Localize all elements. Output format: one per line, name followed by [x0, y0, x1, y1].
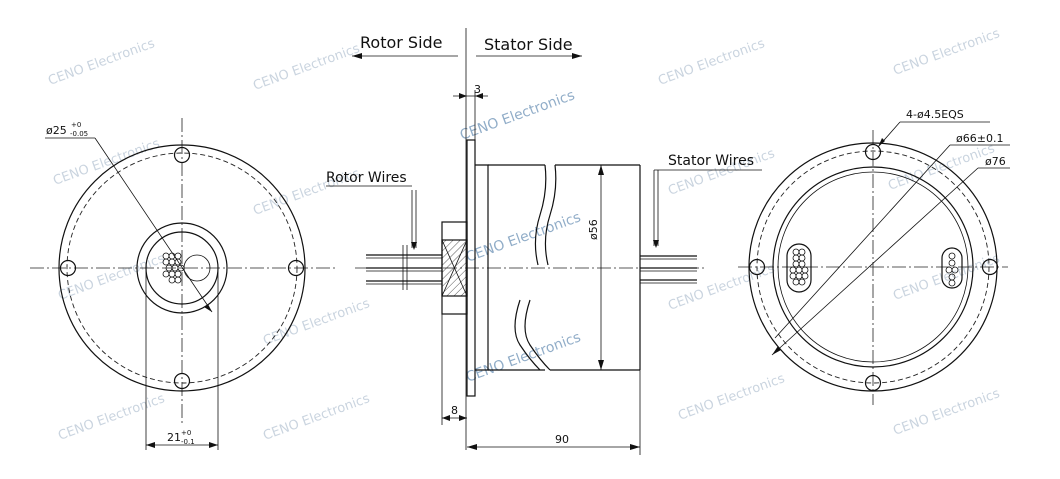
mount-hole	[864, 143, 882, 161]
bore-diameter-label: ø25	[46, 124, 67, 137]
watermark: CENO Electronics	[656, 36, 767, 89]
mount-hole	[59, 259, 77, 277]
watermark: CENO Electronics	[464, 329, 583, 385]
right-view: 4-ø4.5EQS ø66±0.1 ø76	[738, 108, 1010, 405]
watermark: CENO Electronics	[56, 251, 167, 304]
stator-wires	[640, 170, 697, 284]
rotor-wires-label: Rotor Wires	[326, 170, 407, 186]
shaft-width-label: 21	[167, 431, 181, 444]
break-line	[534, 164, 547, 266]
outer-diameter-leader	[771, 167, 979, 356]
mount-holes-label: 4-ø4.5EQS	[906, 108, 964, 121]
body-step	[475, 164, 489, 371]
flange-thickness-label: 3	[474, 83, 481, 96]
mount-hole	[981, 258, 999, 276]
bore-leader	[94, 137, 213, 313]
watermark: CENO Electronics	[891, 26, 1002, 79]
body-inner-circle	[777, 171, 969, 363]
mount-hole	[173, 372, 191, 390]
mount-hole	[748, 258, 766, 276]
watermark: CENO Electronics	[261, 391, 372, 444]
watermark: CENO Electronics	[464, 209, 583, 265]
watermark: CENO Electronics	[666, 261, 777, 314]
bolt-circle-leader	[774, 144, 951, 339]
bolt-circle	[756, 150, 990, 384]
hub-circle	[136, 222, 228, 314]
mount-hole	[173, 146, 191, 164]
watermark: CENO Electronics	[261, 296, 372, 349]
outer-diameter-label: ø76	[985, 155, 1006, 168]
bolt-circle	[66, 152, 298, 384]
bolt-circle-label: ø66±0.1	[956, 132, 1003, 145]
shaft-width-tol-lower: -0.1	[181, 438, 195, 446]
stator-wire-slot	[786, 243, 812, 293]
stator-side-arrow	[572, 53, 582, 59]
stator-side-label: Stator Side	[484, 35, 573, 54]
rotor-side-label: Rotor Side	[360, 33, 443, 52]
rotor-length-label: 8	[451, 404, 458, 417]
stator-wire-bundle	[789, 248, 809, 286]
mount-hole	[864, 374, 882, 392]
watermark: CENO Electronics	[891, 386, 1002, 439]
bore-tol-lower: -0.05	[70, 130, 88, 138]
wire-bundle	[162, 252, 185, 284]
watermark: CENO Electronics	[676, 371, 787, 424]
watermark: CENO Electronics	[891, 251, 1002, 304]
rotor-wires	[366, 190, 442, 290]
bore-tol-upper: +0	[71, 121, 81, 129]
body-diameter-label: ø56	[587, 219, 600, 240]
side-view: Rotor Side Stator Side ø56	[326, 28, 762, 455]
stator-wire-slot	[941, 247, 963, 289]
arrow	[204, 304, 212, 312]
left-view: ø25 +0 -0.05 21 +0 -0.1	[30, 118, 335, 450]
total-length-label: 90	[555, 433, 569, 446]
shaft-width-tol-upper: +0	[181, 429, 191, 437]
watermark: CENO Electronics	[886, 141, 997, 194]
stator-wire-bundle	[945, 252, 959, 287]
mount-hole	[287, 259, 305, 277]
body-circle	[772, 166, 974, 368]
outer-flange-circle	[58, 144, 306, 392]
rotor-side-arrow	[352, 53, 362, 59]
watermark: CENO Electronics	[46, 36, 157, 89]
watermark: CENO Electronics	[56, 391, 167, 444]
watermark: CENO Electronics	[251, 41, 362, 94]
stator-wires-label: Stator Wires	[668, 153, 754, 169]
